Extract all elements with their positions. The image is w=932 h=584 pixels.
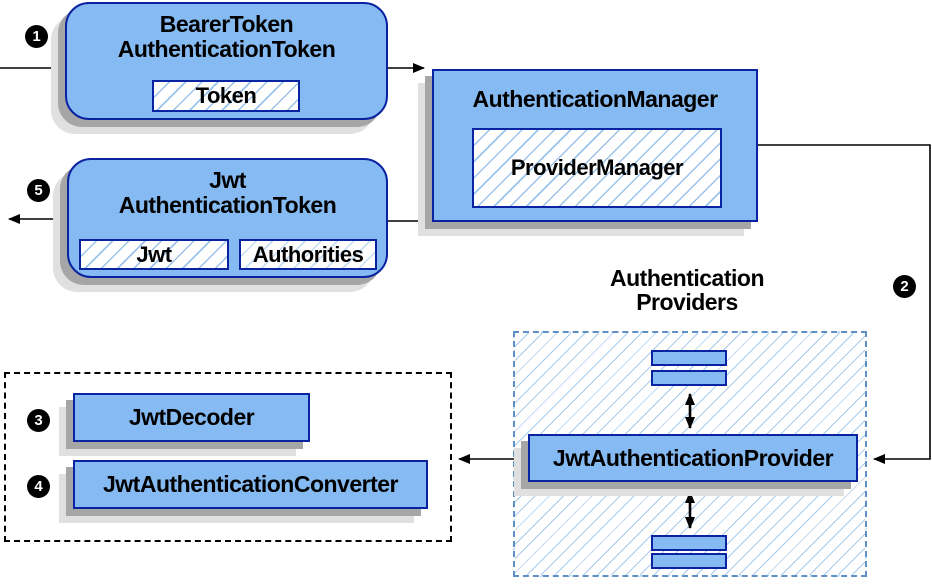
bearer-token-title-line1: BearerToken — [159, 11, 294, 37]
jwt-authentication-converter-label: JwtAuthenticationConverter — [103, 471, 398, 497]
provider-manager-chip-label: ProviderManager — [510, 155, 684, 180]
provider-stack-bar — [651, 350, 727, 366]
jwt-authentication-provider-label: JwtAuthenticationProvider — [552, 444, 834, 471]
connector-manager-to-provider — [758, 144, 931, 464]
step-badge-1: 1 — [25, 25, 48, 48]
jwt-token-title: Jwt AuthenticationToken — [69, 160, 386, 218]
authorities-chip-label: Authorities — [252, 241, 364, 267]
authentication-manager-title: AuthenticationManager — [472, 86, 718, 112]
step-badge-2: 2 — [893, 275, 916, 298]
authentication-providers-label-line2: Providers — [636, 289, 738, 315]
authorities-chip: Authorities — [239, 239, 377, 270]
decoder-converter-container — [4, 372, 452, 542]
node-jwt-authentication-provider: JwtAuthenticationProvider — [528, 434, 858, 482]
node-bearer-token-authentication-token: BearerToken AuthenticationToken Token — [65, 2, 388, 120]
provider-stack-bar — [651, 370, 727, 386]
jwt-token-title-line1: Jwt — [209, 167, 246, 193]
step-badge-5: 5 — [27, 179, 50, 202]
step-badge-4: 4 — [27, 475, 50, 498]
bearer-token-title: BearerToken AuthenticationToken — [67, 4, 386, 62]
provider-stack-bar — [651, 553, 727, 569]
node-jwt-decoder: JwtDecoder — [73, 393, 310, 442]
node-jwt-authentication-token: Jwt AuthenticationToken Jwt Authorities — [67, 158, 388, 278]
provider-stack-bar — [651, 535, 727, 551]
jwt-chip-label: Jwt — [136, 241, 172, 267]
jwt-chip: Jwt — [79, 239, 229, 270]
authentication-providers-label: Authentication Providers — [537, 266, 837, 314]
jwt-token-title-line2: AuthenticationToken — [118, 192, 337, 218]
node-jwt-authentication-converter: JwtAuthenticationConverter — [73, 460, 428, 509]
bearer-token-title-line2: AuthenticationToken — [117, 36, 336, 62]
jwt-decoder-label: JwtDecoder — [128, 404, 255, 430]
step-badge-3: 3 — [27, 409, 50, 432]
authentication-providers-label-line1: Authentication — [610, 265, 765, 291]
token-chip: Token — [152, 80, 300, 112]
token-chip-label: Token — [195, 83, 257, 108]
node-authentication-manager: AuthenticationManager ProviderManager — [432, 69, 758, 222]
provider-manager-chip: ProviderManager — [472, 128, 722, 208]
